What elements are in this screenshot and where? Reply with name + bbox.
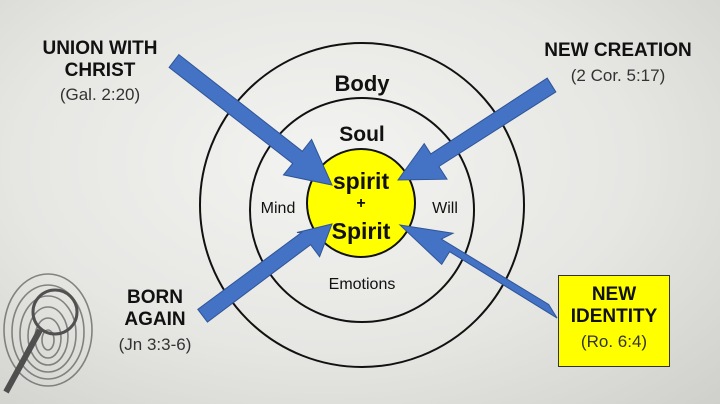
union-line2: CHRIST: [64, 60, 136, 82]
fingerprint-icon: [3, 273, 93, 394]
new-creation-label: NEW CREATION (2 Cor. 5:17): [528, 40, 708, 86]
arrow-creation: [397, 77, 557, 181]
arrow-union: [168, 53, 333, 186]
body-label: Body: [334, 71, 390, 96]
born-ref: (Jn 3:3-6): [118, 334, 192, 354]
creation-line1: NEW CREATION: [544, 40, 692, 61]
plus-sign: +: [356, 195, 366, 212]
born-line1: BORN: [127, 287, 183, 308]
spirit-core: [306, 148, 416, 258]
mind-label: Mind: [260, 200, 296, 217]
union-with-christ-label: UNION WITH CHRIST (Gal. 2:20): [20, 38, 180, 105]
new-identity-label: NEW IDENTITY (Ro. 6:4): [559, 284, 669, 352]
soul-circle: [249, 97, 475, 323]
spirit-upper-label: Spirit: [331, 218, 391, 244]
union-line1: UNION WITH: [42, 38, 158, 59]
identity-line2: IDENTITY: [570, 306, 658, 328]
born-line2: AGAIN: [124, 309, 186, 331]
born-again-label: BORN AGAIN (Jn 3:3-6): [100, 287, 210, 355]
will-label: Will: [432, 200, 458, 217]
identity-line1: NEW: [591, 284, 637, 305]
union-ref: (Gal. 2:20): [59, 84, 141, 104]
creation-ref: (2 Cor. 5:17): [570, 66, 666, 86]
spirit-lower-label: spirit: [332, 168, 390, 194]
new-identity-box: NEW IDENTITY (Ro. 6:4): [558, 275, 670, 367]
soul-label: Soul: [339, 123, 385, 146]
arrow-identity: [398, 224, 558, 319]
identity-ref: (Ro. 6:4): [580, 331, 648, 351]
arrow-born: [197, 223, 333, 323]
emotions-label: Emotions: [328, 276, 396, 293]
body-circle: [199, 42, 525, 368]
